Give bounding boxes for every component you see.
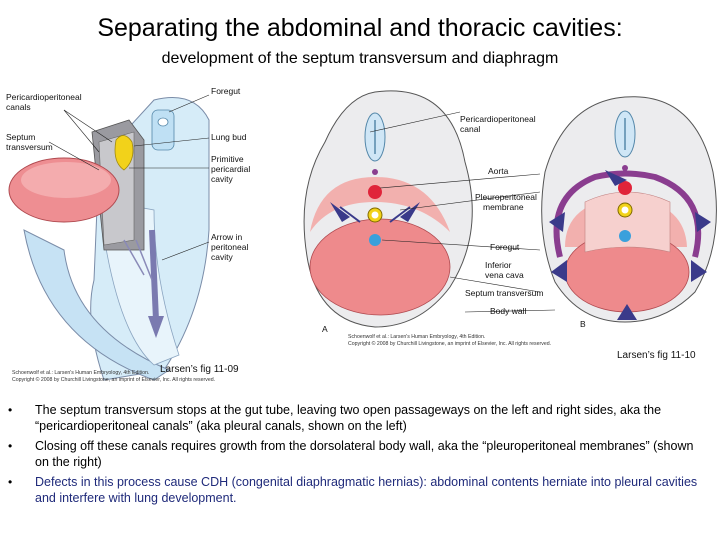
arrow-in-peritoneal-cavity	[149, 229, 159, 321]
label-arrow-2: peritoneal	[211, 242, 248, 252]
label-arrow-3: cavity	[211, 252, 233, 262]
right-figure-credit-2: Copyright © 2008 by Churchill Livingston…	[348, 340, 551, 347]
bullet-item: • The septum transversum stops at the gu…	[8, 402, 708, 434]
embryo-curved-tail	[23, 229, 171, 381]
label-aorta: Aorta	[488, 166, 509, 176]
bullet-text: Closing off these canals requires growth…	[35, 439, 694, 469]
panel-a-label: A	[322, 324, 328, 334]
bullet-item: • Closing off these canals requires grow…	[8, 438, 708, 470]
lung-bud	[114, 135, 134, 171]
bullet-symbol: •	[8, 403, 13, 417]
panel-b-body-wall	[553, 170, 702, 258]
bullet-item: • Defects in this process cause CDH (con…	[8, 474, 708, 506]
panel-b-arrow-top	[605, 170, 627, 186]
label-ivc-2: vena cava	[485, 270, 524, 280]
panel-a-arrow-right	[400, 202, 420, 222]
right-figure-caption: Larsen’s fig 11-10	[617, 350, 696, 361]
panel-a: A	[303, 90, 473, 334]
panel-b-arrow-bottom	[617, 304, 637, 320]
left-figure-caption: Larsen’s fig 11-09	[160, 364, 239, 375]
label-ivc-1: Inferior	[485, 260, 512, 270]
panel-b-label: B	[580, 319, 586, 329]
right-figure-credit-1: Schoenwolf et al.: Larsen's Human Embryo…	[348, 334, 485, 340]
bullet-symbol: •	[8, 439, 13, 453]
label-foregut: Foregut	[211, 86, 241, 96]
label-primitive-2: pericardial	[211, 164, 250, 174]
panel-b-arrow-right-1	[695, 212, 711, 232]
slide-title: Separating the abdominal and thoracic ca…	[97, 14, 623, 42]
left-figure-credit-2: Copyright © 2008 by Churchill Livingston…	[12, 376, 215, 383]
label-foregut-right: Foregut	[490, 242, 520, 252]
label-pleuroperitoneal-2: membrane	[483, 202, 524, 212]
panel-b-arrow-right-2	[691, 260, 707, 282]
label-primitive-1: Primitive	[211, 154, 244, 164]
foregut-tube	[151, 109, 175, 151]
label-arrow-1: Arrow in	[211, 232, 242, 242]
panel-a-aorta	[368, 185, 382, 199]
right-figure-pleuroperitoneal-membranes: A B Pericardioperitoneal canal Aorta Ple…	[303, 90, 717, 347]
label-septum-2: transversum	[6, 142, 53, 152]
label-pericardioperitoneal-canal-1: Pericardioperitoneal	[460, 114, 536, 124]
label-primitive-3: cavity	[211, 174, 233, 184]
panel-b-arrow-left-2	[551, 260, 567, 282]
label-pleuroperitoneal-1: Pleuroperitoneal	[475, 192, 537, 202]
label-lung-bud: Lung bud	[211, 132, 247, 142]
bullet-symbol: •	[8, 475, 13, 489]
label-septum-1: Septum	[6, 132, 35, 142]
panel-a-ivc	[369, 234, 381, 246]
panel-a-septum-transversum	[309, 218, 451, 316]
panel-b-arrow-left-1	[549, 212, 565, 232]
label-pericardioperitoneal-canals-1: Pericardioperitoneal	[6, 92, 82, 102]
label-pericardioperitoneal-canals-2: canals	[6, 102, 31, 112]
label-septum-transversum: Septum transversum	[465, 288, 543, 298]
left-figure-credit-1: Schoenwolf et al.: Larsen's Human Embryo…	[12, 370, 149, 376]
bullet-text: Defects in this process cause CDH (conge…	[35, 475, 698, 505]
panel-b-ivc	[619, 230, 631, 242]
panel-a-arrow-left	[330, 202, 350, 222]
slide-subtitle: development of the septum transversum an…	[161, 50, 559, 67]
bullet-text: The septum transversum stops at the gut …	[35, 403, 662, 433]
bullet-list: • The septum transversum stops at the gu…	[8, 402, 708, 510]
left-figure-septum-transversum: Pericardioperitoneal canals Septum trans…	[6, 86, 250, 383]
label-body-wall: Body wall	[490, 306, 526, 316]
label-pericardioperitoneal-canal-2: canal	[460, 124, 480, 134]
panel-b: B	[541, 96, 717, 329]
panel-b-aorta	[618, 181, 632, 195]
panel-a-pleural-cavities	[310, 177, 450, 232]
